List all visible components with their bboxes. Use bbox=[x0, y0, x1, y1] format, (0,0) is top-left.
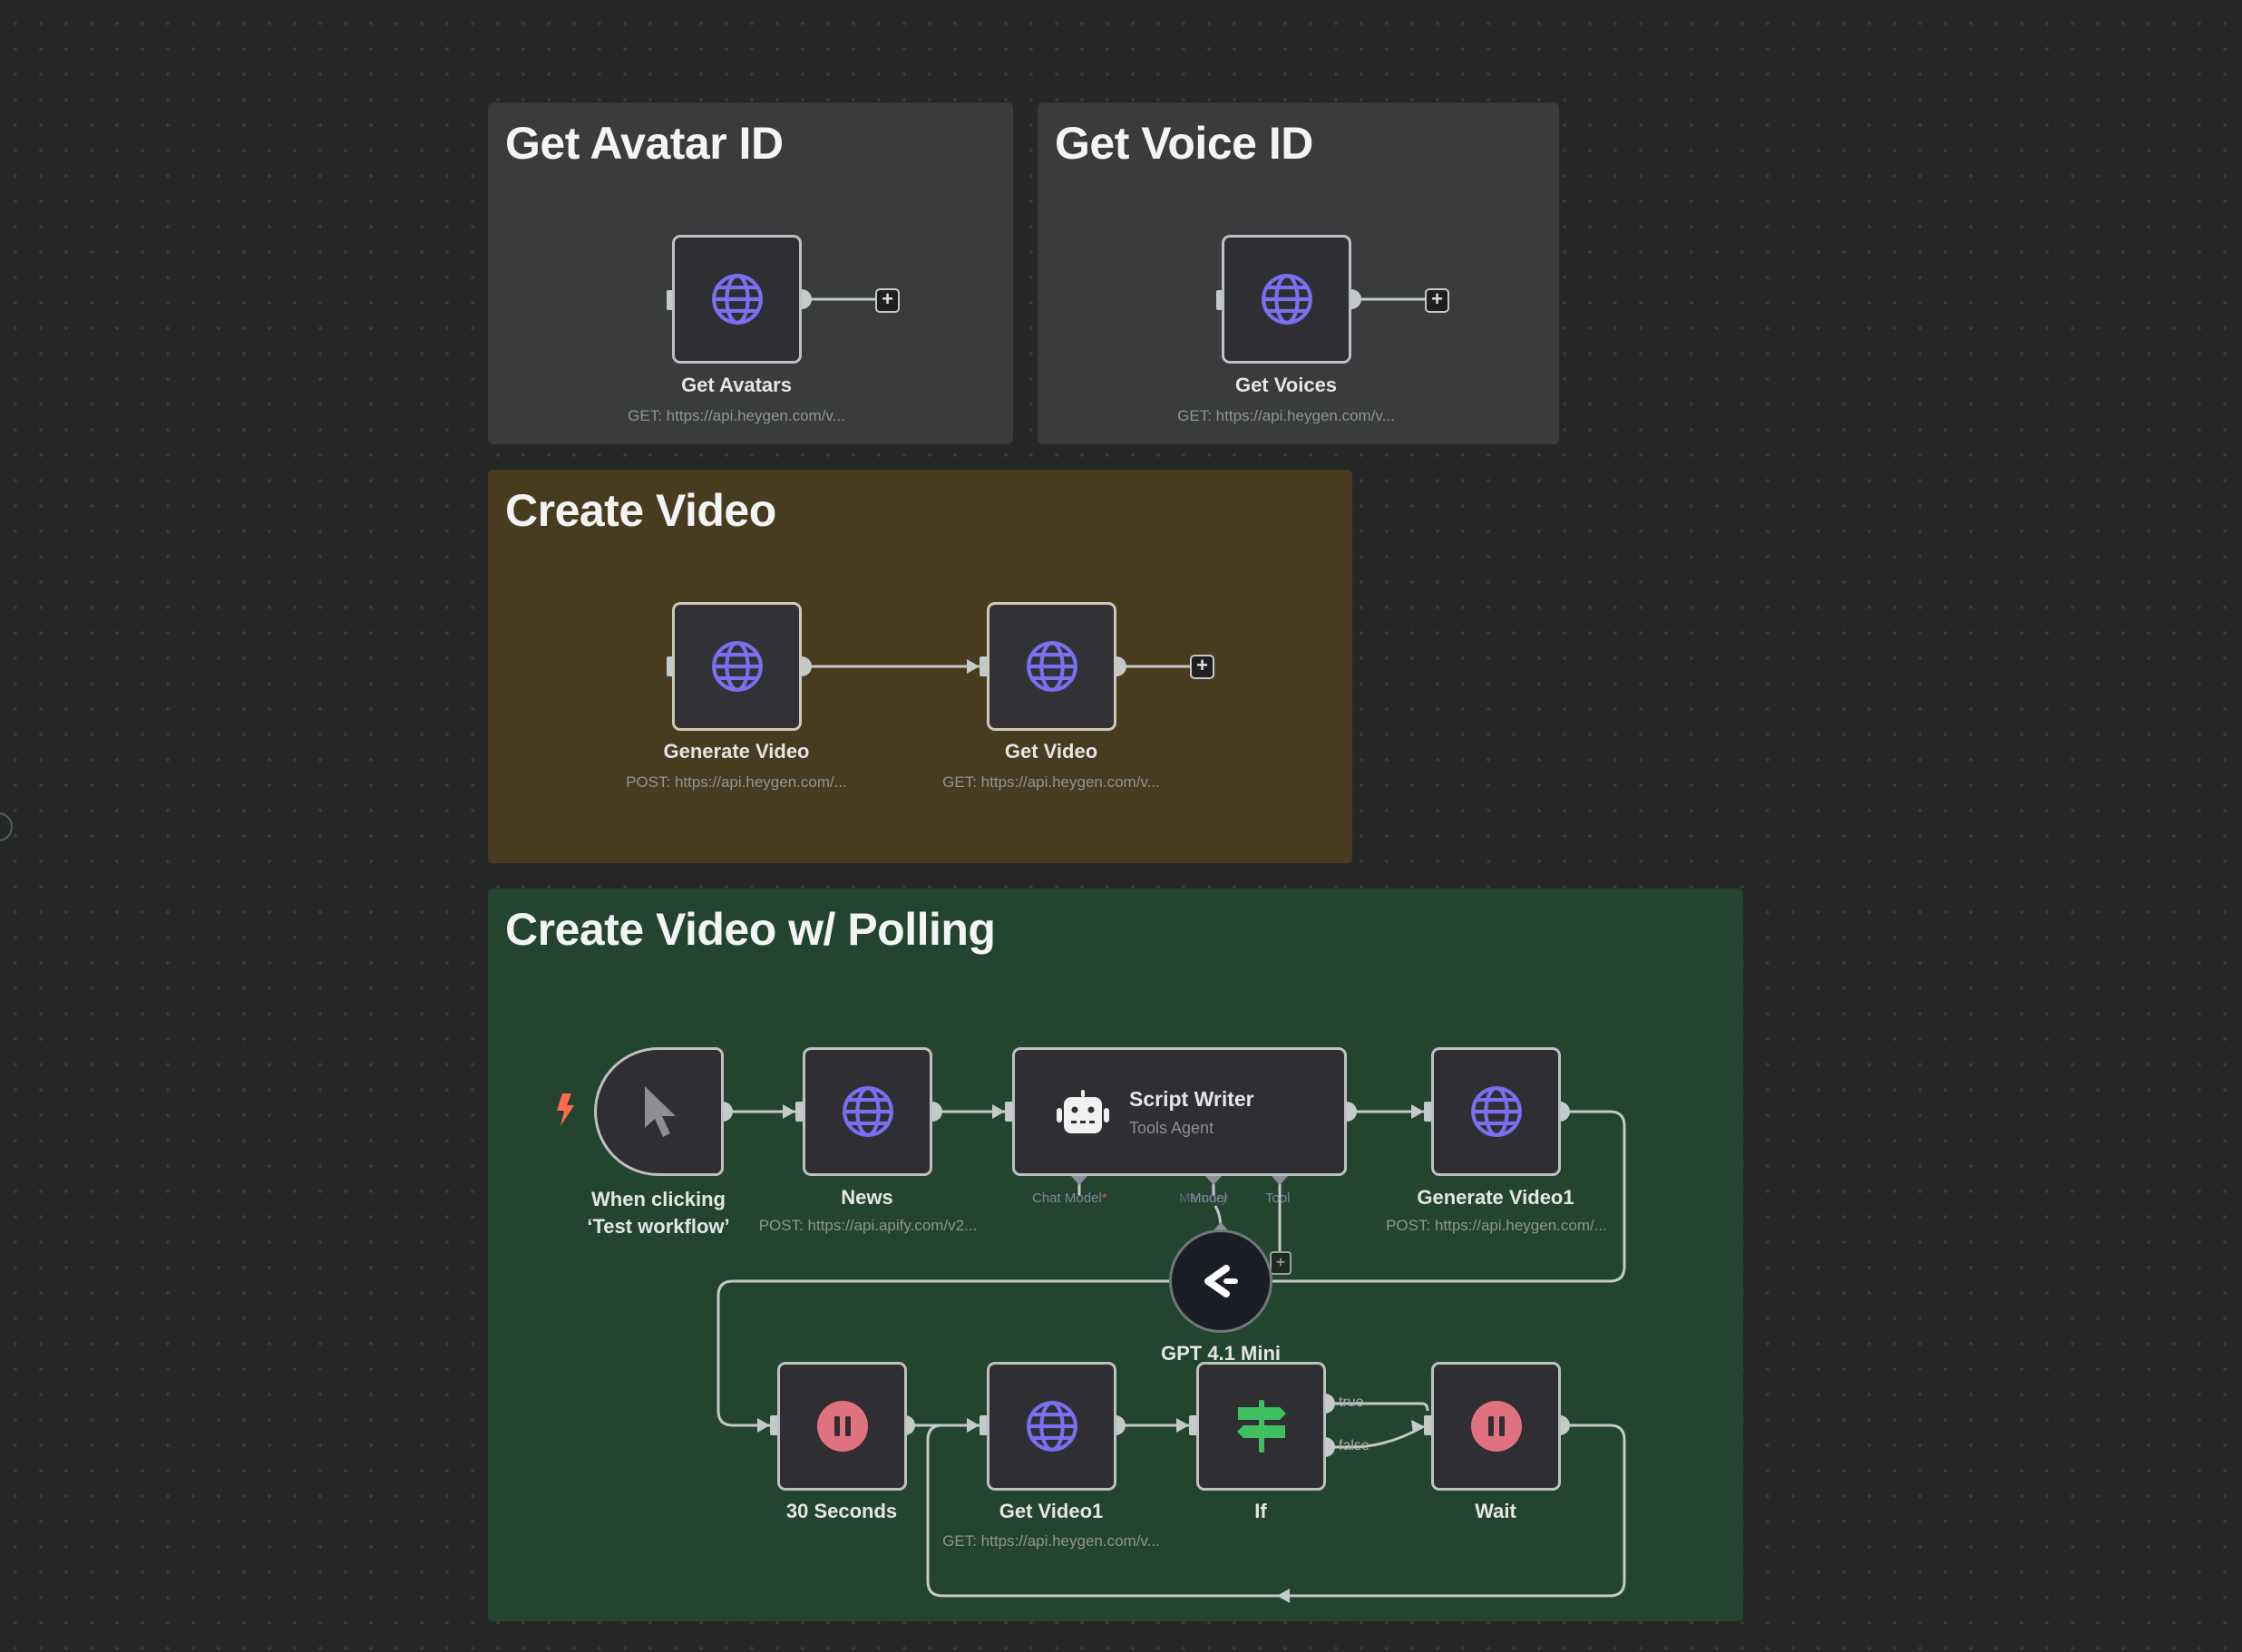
node-subtitle: GET: https://api.heygen.com/v... bbox=[942, 773, 1160, 791]
node-generate-video[interactable] bbox=[672, 602, 802, 731]
sticky-get-avatar-id[interactable]: Get Avatar ID bbox=[488, 102, 1013, 444]
required-marker: * bbox=[1101, 1190, 1107, 1206]
node-subtitle: POST: https://api.heygen.com/... bbox=[1386, 1217, 1607, 1234]
globe-icon bbox=[711, 641, 763, 692]
sticky-create-video[interactable]: Create Video bbox=[488, 470, 1352, 863]
node-subtitle: Tools Agent bbox=[1129, 1119, 1214, 1137]
robot-icon bbox=[1057, 1090, 1109, 1133]
pause-icon bbox=[1470, 1401, 1522, 1452]
sticky-title: Create Video w/ Polling bbox=[505, 904, 996, 955]
port-label-chat-model: Chat Model* bbox=[1032, 1190, 1107, 1206]
branch-label-false: false bbox=[1339, 1438, 1370, 1453]
node-generate-video1[interactable] bbox=[1431, 1047, 1561, 1176]
node-label: 30 Seconds bbox=[785, 1500, 898, 1522]
node-label: Get Avatars bbox=[681, 374, 792, 396]
canvas-edge-control[interactable] bbox=[0, 812, 13, 841]
add-node-button[interactable]: + bbox=[875, 288, 900, 313]
pause-icon bbox=[816, 1401, 868, 1452]
node-label: Get Voices bbox=[1234, 374, 1338, 396]
globe-icon bbox=[842, 1086, 893, 1137]
add-node-button[interactable]: + bbox=[1190, 655, 1214, 679]
node-subtitle: GET: https://api.heygen.com/v... bbox=[942, 1532, 1160, 1550]
node-label: Get Video bbox=[1004, 740, 1098, 763]
globe-icon bbox=[1026, 1401, 1077, 1452]
port-label-text: Chat Model* bbox=[1032, 1190, 1107, 1206]
node-label-text: When clicking ‘Test workflow’ bbox=[587, 1188, 730, 1238]
sticky-title: Get Avatar ID bbox=[505, 118, 784, 169]
node-30-seconds[interactable] bbox=[777, 1362, 907, 1491]
node-get-video1[interactable] bbox=[987, 1362, 1116, 1491]
node-get-avatars[interactable] bbox=[672, 235, 802, 364]
node-if[interactable] bbox=[1196, 1362, 1326, 1491]
port-label-memory: Memory bbox=[1179, 1190, 1229, 1206]
sticky-title: Get Voice ID bbox=[1055, 118, 1313, 169]
node-subtitle: GET: https://api.heygen.com/v... bbox=[1177, 407, 1395, 424]
node-label: GPT 4.1 Mini bbox=[1160, 1342, 1282, 1365]
node-get-video[interactable] bbox=[987, 602, 1116, 731]
node-label: News bbox=[841, 1186, 893, 1209]
branch-label-true: true bbox=[1339, 1394, 1364, 1410]
globe-icon bbox=[1026, 641, 1077, 692]
globe-icon bbox=[711, 274, 763, 325]
add-tool-button[interactable]: + bbox=[1270, 1251, 1292, 1275]
cursor-icon bbox=[644, 1086, 676, 1137]
node-wait[interactable] bbox=[1431, 1362, 1561, 1491]
node-label: Generate Video1 bbox=[1417, 1186, 1574, 1209]
globe-icon bbox=[1261, 274, 1312, 325]
globe-icon bbox=[1470, 1086, 1522, 1137]
node-script-writer[interactable]: Script Writer Tools Agent bbox=[1012, 1047, 1347, 1176]
node-subtitle: POST: https://api.heygen.com/... bbox=[626, 773, 847, 791]
port-label-model: Model bbox=[1190, 1190, 1227, 1206]
add-node-button[interactable]: + bbox=[1425, 288, 1449, 313]
node-label: If bbox=[1254, 1500, 1267, 1522]
port-label-tool: Tool bbox=[1265, 1190, 1291, 1206]
node-subtitle: GET: https://api.heygen.com/v... bbox=[628, 407, 845, 424]
node-gpt-4-1-mini[interactable] bbox=[1169, 1229, 1272, 1333]
node-news[interactable] bbox=[803, 1047, 932, 1176]
node-manual-trigger[interactable] bbox=[594, 1047, 724, 1176]
node-label: Get Video1 bbox=[999, 1500, 1104, 1522]
signpost-icon bbox=[1236, 1400, 1286, 1453]
sticky-title: Create Video bbox=[505, 485, 776, 536]
node-label: Wait bbox=[1475, 1500, 1516, 1522]
node-subtitle: POST: https://api.apify.com/v2... bbox=[758, 1217, 978, 1234]
node-label: Generate Video bbox=[663, 740, 810, 763]
node-get-voices[interactable] bbox=[1222, 235, 1351, 364]
sticky-get-voice-id[interactable]: Get Voice ID bbox=[1038, 102, 1559, 444]
lightning-icon bbox=[557, 1093, 574, 1126]
node-label: When clicking ‘Test workflow’ bbox=[522, 1186, 794, 1240]
openai-chevron-icon bbox=[1204, 1265, 1238, 1297]
node-title: Script Writer bbox=[1129, 1087, 1254, 1111]
